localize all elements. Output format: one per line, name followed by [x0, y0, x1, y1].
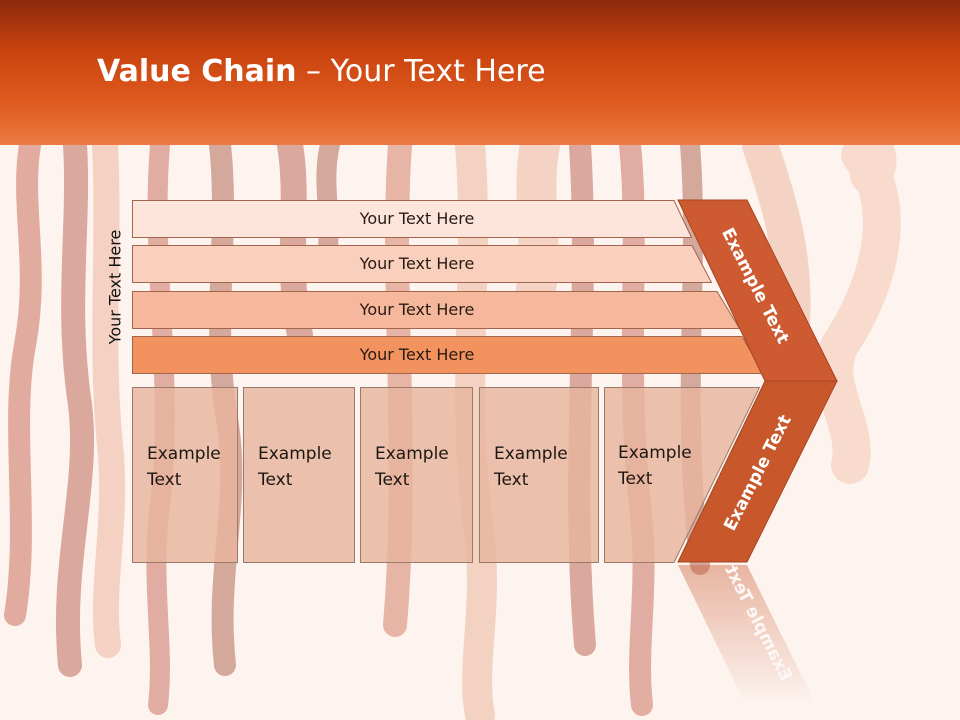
- row-4-label: Your Text Here: [359, 345, 475, 364]
- vertical-label: Your Text Here: [105, 229, 125, 345]
- value-chain-chevron: [677, 199, 838, 563]
- row-3: Your Text Here: [132, 291, 740, 329]
- row-2: Your Text Here: [132, 245, 712, 283]
- example-box-5-shape: [604, 387, 760, 563]
- title-rest: – Your Text Here: [296, 54, 546, 89]
- row-4: Your Text Here: [132, 336, 764, 374]
- chevron-reflection-shape: [678, 565, 815, 703]
- example-box-1-line2: Text: [147, 470, 182, 490]
- example-box-4-line2: Text: [494, 470, 529, 490]
- example-box-2-line2: Text: [258, 470, 293, 490]
- example-box-5-line1: Example: [618, 443, 692, 463]
- row-2-shape: [132, 245, 712, 283]
- chevron-reflection: Example Text: [675, 563, 845, 703]
- example-box-3-line1: Example: [375, 444, 449, 464]
- title-bar: Value Chain – Your Text Here: [0, 0, 960, 145]
- example-box-1-line1: Example: [147, 444, 221, 464]
- row-1: Your Text Here: [132, 200, 692, 238]
- row-1-label: Your Text Here: [359, 209, 475, 228]
- row-2-label: Your Text Here: [359, 254, 475, 273]
- title-bold: Value Chain: [97, 54, 297, 89]
- slide-title: Value Chain – Your Text Here: [97, 54, 546, 89]
- row-1-shape: [132, 200, 692, 238]
- example-box-3-line2: Text: [375, 470, 410, 490]
- example-box-2-line1: Example: [258, 444, 332, 464]
- example-box-4-line1: Example: [494, 444, 568, 464]
- row-3-label: Your Text Here: [359, 300, 475, 319]
- example-box-5-line2: Text: [618, 469, 653, 489]
